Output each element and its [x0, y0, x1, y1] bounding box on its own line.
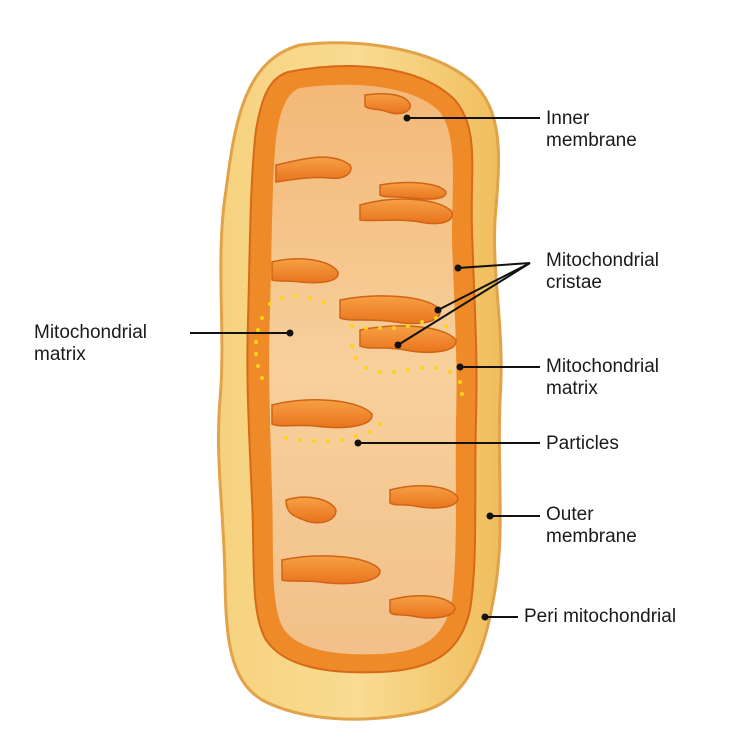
leader-dots	[286, 114, 494, 621]
label-cristae: Mitochondrial cristae	[546, 250, 659, 294]
label-cristae-line1: Mitochondrial	[546, 250, 659, 271]
label-peri-line1: Peri mitochondrial	[524, 606, 677, 627]
label-matrix-right: Mitochondrial matrix	[546, 356, 659, 400]
label-peri-mitochondrial: Peri mitochondrial	[524, 606, 676, 628]
label-inner-membrane-line1: Inner	[546, 108, 590, 129]
leader-cristae-1	[457, 262, 531, 269]
particles	[254, 294, 464, 443]
label-matrix-right-line1: Mitochondrial	[546, 356, 659, 377]
leader-cristae-3	[397, 262, 531, 346]
label-outer-membrane-line1: Outer	[546, 504, 594, 525]
label-cristae-line2: cristae	[546, 272, 602, 293]
leader-lines	[190, 117, 540, 618]
leader-cristae-2	[437, 262, 531, 311]
label-inner-membrane: Inner membrane	[546, 108, 637, 152]
label-matrix-left: Mitochondrial matrix	[34, 322, 147, 366]
label-matrix-left-line2: matrix	[34, 344, 86, 365]
label-outer-membrane: Outer membrane	[546, 504, 637, 548]
label-inner-membrane-line2: membrane	[546, 130, 637, 151]
label-particles-line1: Particles	[546, 433, 619, 454]
label-matrix-left-line1: Mitochondrial	[34, 322, 147, 343]
label-outer-membrane-line2: membrane	[546, 526, 637, 547]
cristae-folds	[271, 92, 459, 619]
label-particles: Particles	[546, 433, 619, 455]
label-matrix-right-line2: matrix	[546, 378, 598, 399]
